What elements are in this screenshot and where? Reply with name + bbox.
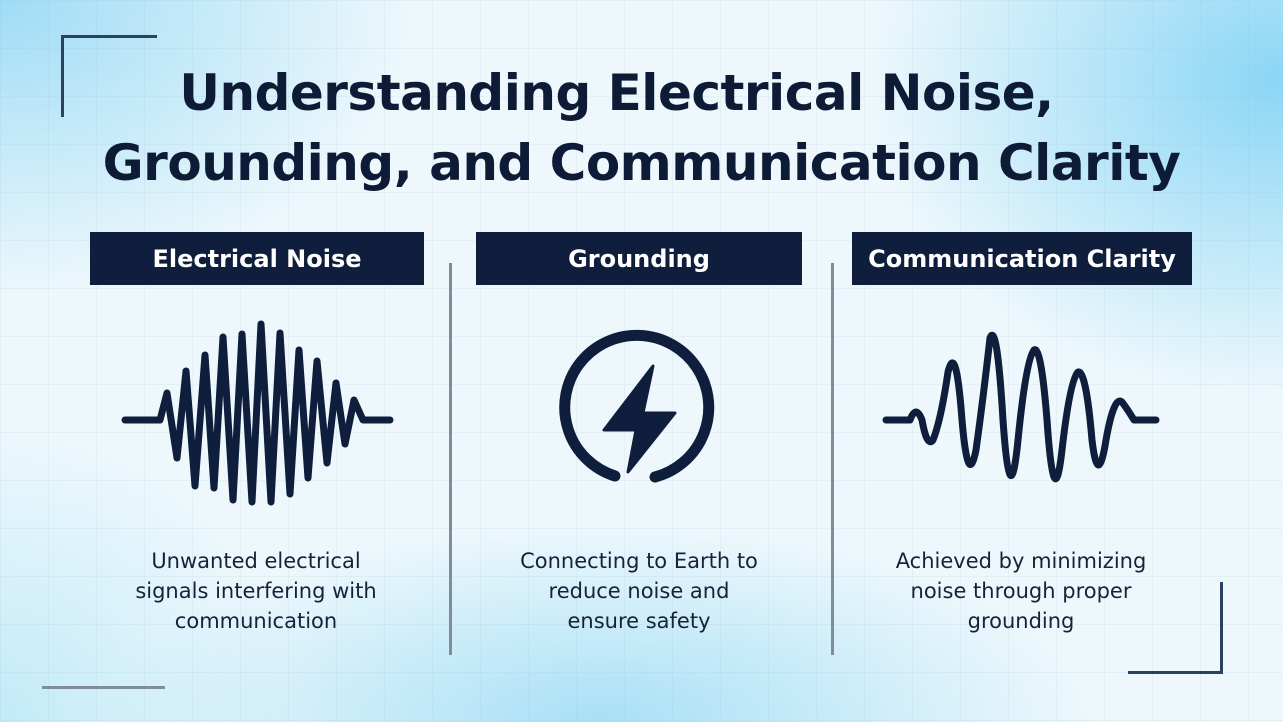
title-line-2: Grounding, and Communication Clarity — [102, 134, 1181, 192]
page-title: Understanding Electrical Noise, Groundin… — [0, 58, 1283, 198]
desc-line: Unwanted electrical — [151, 549, 361, 573]
desc-line: Achieved by minimizing — [895, 549, 1147, 573]
clean-wave-icon — [882, 331, 1160, 483]
desc-line: Connecting to Earth to — [520, 549, 758, 573]
heading-label: Electrical Noise — [152, 244, 362, 273]
heading-communication-clarity: Communication Clarity — [852, 232, 1192, 285]
corner-decoration-top-left — [61, 35, 157, 117]
bottom-left-line — [42, 686, 165, 689]
desc-line: signals interfering with — [135, 579, 377, 603]
desc-line: noise through proper — [910, 579, 1132, 603]
desc-line: ensure safety — [567, 609, 711, 633]
corner-decoration-bottom-right — [1128, 582, 1223, 674]
desc-line: reduce noise and — [548, 579, 730, 603]
heading-electrical-noise: Electrical Noise — [90, 232, 424, 285]
title-line-1: Understanding Electrical Noise, — [179, 64, 1054, 122]
lightning-circle-icon — [559, 329, 715, 483]
column-divider — [449, 263, 452, 655]
heading-grounding: Grounding — [476, 232, 802, 285]
heading-label: Grounding — [568, 244, 710, 273]
description-grounding: Connecting to Earth to reduce noise and … — [469, 546, 809, 636]
noise-wave-icon — [121, 320, 394, 506]
desc-line: grounding — [967, 609, 1075, 633]
column-divider — [831, 263, 834, 655]
description-electrical-noise: Unwanted electrical signals interfering … — [86, 546, 426, 636]
desc-line: communication — [174, 609, 338, 633]
heading-label: Communication Clarity — [868, 244, 1176, 273]
description-communication-clarity: Achieved by minimizing noise through pro… — [851, 546, 1191, 636]
